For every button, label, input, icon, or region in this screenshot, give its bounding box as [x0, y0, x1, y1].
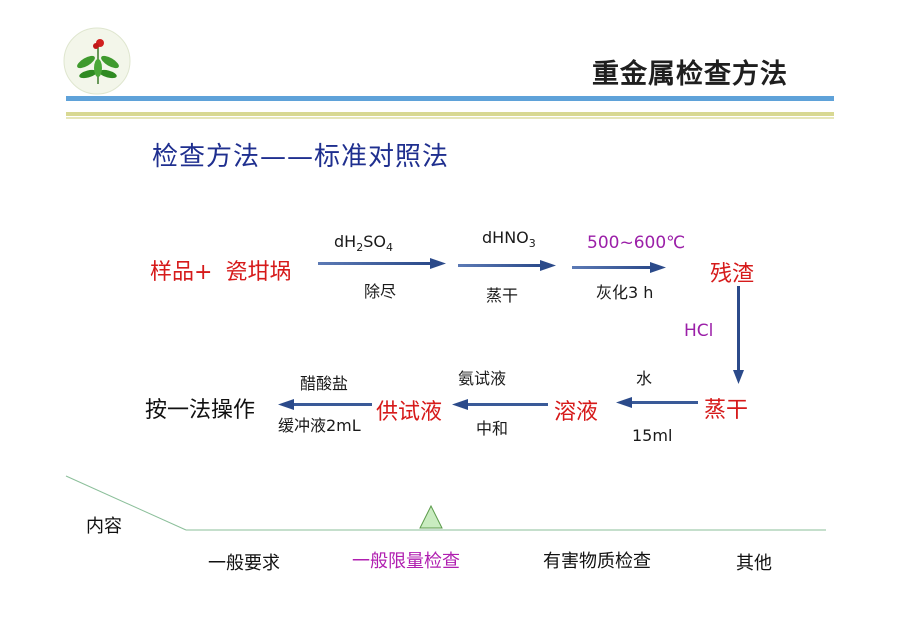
arrow-step2: [458, 260, 556, 271]
nav-item-other[interactable]: 其他: [736, 553, 772, 574]
hno3-part: dHNO: [482, 228, 529, 247]
residue-label: 残渣: [710, 262, 755, 287]
evaporate-label: 蒸干: [704, 398, 749, 423]
note-evaporate-1: 蒸干: [486, 286, 519, 305]
h2so4-sub-a: 2: [356, 241, 364, 255]
h2so4-sub-b: 4: [385, 241, 393, 255]
reagent-h2so4: dH2SO4: [334, 232, 393, 254]
header-divider-blue: [66, 96, 834, 101]
sample-label: 样品+ 瓷坩埚: [150, 254, 291, 286]
final-step-label: 按一法操作: [145, 398, 256, 423]
nav-item-limit-test[interactable]: 一般限量检查: [352, 551, 460, 572]
solution-label: 溶液: [554, 400, 599, 425]
nav-label: 内容: [86, 516, 122, 537]
arrow-step4: [616, 397, 698, 408]
reagent-acetate: 醋酸盐: [300, 374, 349, 393]
arrow-step1: [318, 258, 446, 269]
arrow-down: [733, 286, 744, 384]
ginseng-plant-logo-icon: [62, 26, 132, 96]
hno3-sub: 3: [528, 237, 536, 251]
header-divider-yellow-thin: [66, 117, 834, 119]
temperature-label: 500~600℃: [587, 233, 686, 253]
note-ashing: 灰化3 h: [596, 283, 654, 302]
amount-15ml: 15ml: [632, 426, 673, 445]
header-divider-yellow: [66, 112, 834, 116]
reagent-water: 水: [636, 369, 653, 388]
reagent-hno3: dHNO3: [482, 228, 536, 250]
h2so4-part-b: SO: [363, 232, 386, 251]
note-neutralize: 中和: [476, 419, 509, 438]
reagent-ammonia: 氨试液: [458, 369, 507, 388]
reagent-hcl: HCl: [684, 321, 714, 341]
nav-lines: [65, 475, 826, 531]
slide-subtitle: 检查方法——标准对照法: [152, 142, 450, 172]
h2so4-part-a: dH: [334, 232, 357, 251]
nav-item-general[interactable]: 一般要求: [208, 553, 280, 574]
sample-prefix: 样品+: [150, 260, 213, 285]
arrow-step3: [572, 262, 666, 273]
arrow-step6: [278, 399, 372, 410]
nav-triangle-indicator: [419, 504, 443, 529]
crucible-label: 瓷坩埚: [225, 260, 292, 285]
test-solution-label: 供试液: [376, 400, 443, 425]
arrow-step5: [452, 399, 548, 410]
note-buffer: 缓冲液2mL: [278, 416, 361, 435]
nav-item-harmful[interactable]: 有害物质检查: [543, 551, 651, 572]
note-remove: 除尽: [364, 282, 397, 301]
page-title: 重金属检查方法: [592, 59, 788, 90]
